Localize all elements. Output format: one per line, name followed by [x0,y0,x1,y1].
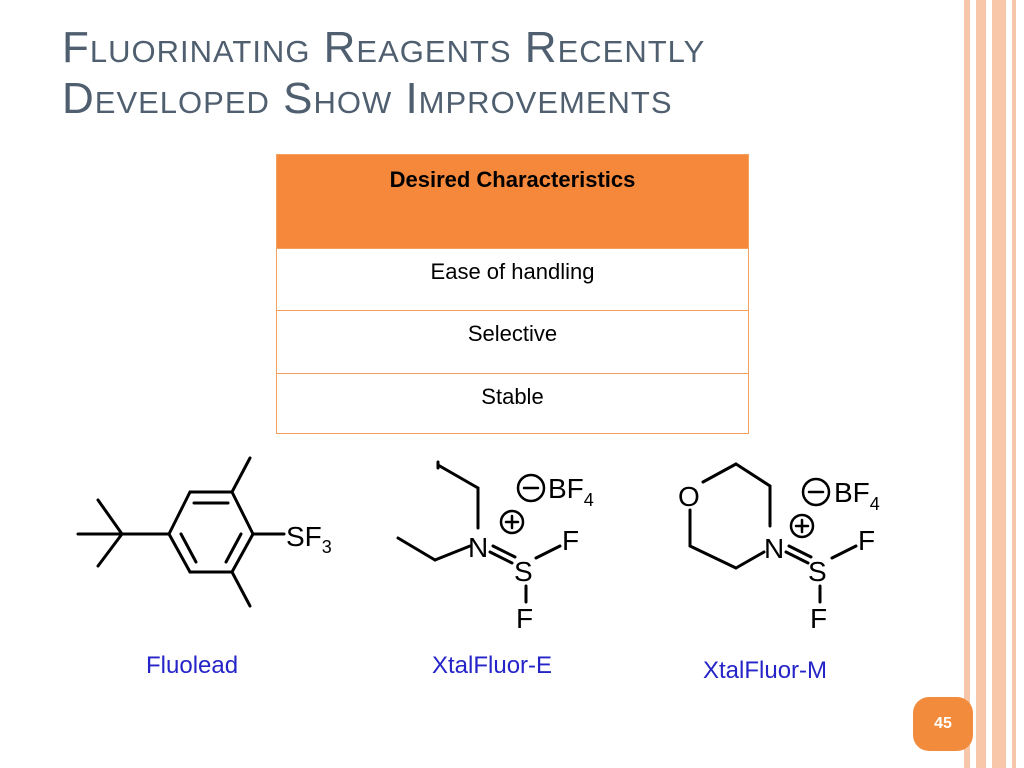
xtalfluor-m-fluorine-right: F [858,525,875,556]
xtalfluor-m-bf-subscript: 4 [870,494,880,514]
xtalfluor-e-bf-subscript: 4 [584,490,594,510]
title-line-1: Fluorinating Reagents Recently [62,23,706,72]
decorative-side-stripes [964,0,1024,768]
fluolead-sf-subscript: 3 [322,537,332,557]
xtalfluor-e-bf-label: BF [548,473,584,504]
xtalfluor-e-fluorine-bottom: F [516,603,533,634]
caption-xtalfluor-m: XtalFluor-M [703,657,828,684]
xtalfluor-e-structure: N S F F BF4 [390,440,620,640]
page-number-badge: 45 [913,697,973,751]
caption-fluolead: Fluolead [146,652,239,679]
xtalfluor-m-bf-label: BF [834,477,870,508]
svg-text:BF4: BF4 [548,473,594,510]
caption-xtalfluor-e: XtalFluor-E [432,652,553,679]
xtalfluor-m-fluorine-bottom: F [810,603,827,634]
table-header: Desired Characteristics [276,154,749,249]
xtalfluor-e-sulfur: S [514,556,533,587]
fluolead-sf-label: SF [286,521,322,552]
svg-text:BF4: BF4 [834,477,880,514]
slide-title: Fluorinating Reagents Recently Developed… [62,22,962,124]
xtalfluor-m-oxygen: O [678,481,700,512]
table-row: Stable [276,373,749,434]
fluolead-structure: SF3 [70,440,370,620]
xtalfluor-m-structure: O N S F F BF4 [670,440,910,640]
xtalfluor-e-fluorine-right: F [562,525,579,556]
desired-characteristics-table: Desired Characteristics Ease of handling… [276,154,749,434]
table-row: Ease of handling [276,248,749,311]
table-row: Selective [276,310,749,374]
svg-text:SF3: SF3 [286,521,332,557]
xtalfluor-m-sulfur: S [808,556,827,587]
xtalfluor-e-nitrogen: N [468,532,488,563]
xtalfluor-m-nitrogen: N [764,533,784,564]
title-line-2: Developed Show Improvements [62,74,673,123]
